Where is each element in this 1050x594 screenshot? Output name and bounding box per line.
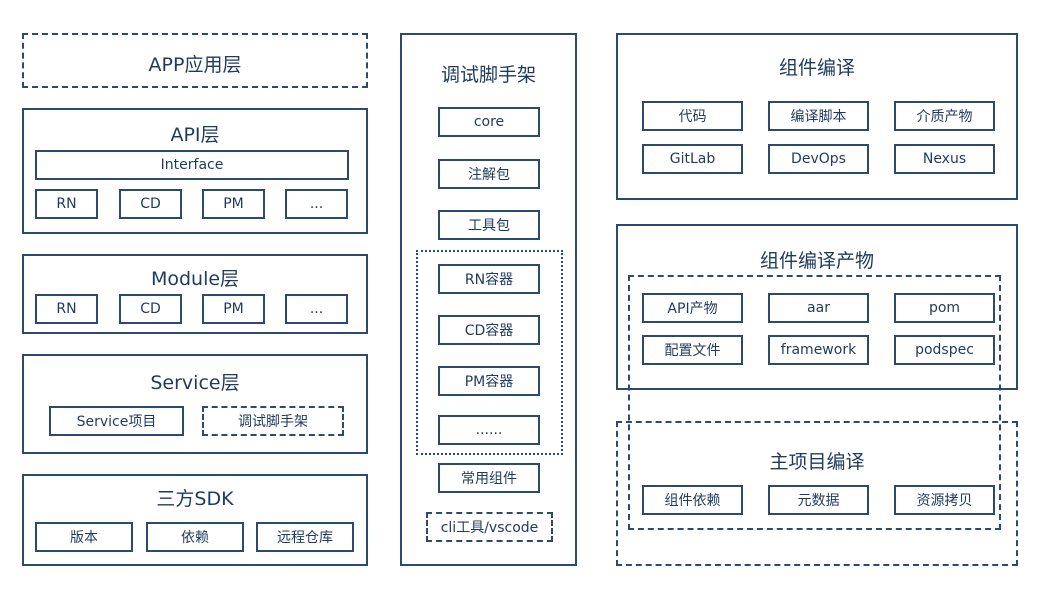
module-item-more: ... (285, 294, 348, 324)
api-layer-box: API层 Interface RN CD PM ... (22, 108, 368, 234)
sdk-layer-title: 三方SDK (156, 488, 234, 510)
artifact-item-framework: framework (768, 335, 869, 365)
scaffold-item-annotation: 注解包 (438, 159, 540, 189)
debug-scaffold-box: 调试脚手架 core 注解包 工具包 RN容器 CD容器 PM容器 ......… (400, 33, 577, 566)
sdk-item-remote-repo: 远程仓库 (256, 522, 354, 552)
compile-item-devops: DevOps (768, 144, 869, 174)
scaffold-item-cli: cli工具/vscode (426, 512, 553, 542)
app-layer-box: APP应用层 (22, 33, 368, 88)
component-artifacts-box: 组件编译产物 API产物 aar pom 配置文件 framework pods… (616, 224, 1018, 390)
compile-item-artifact: 介质产物 (894, 101, 995, 131)
module-item-rn: RN (35, 294, 98, 324)
container-cd: CD容器 (438, 315, 540, 345)
artifact-item-api: API产物 (642, 293, 743, 323)
scaffold-item-tools: 工具包 (438, 210, 540, 240)
debug-scaffold-chip: 调试脚手架 (202, 406, 344, 436)
sdk-item-dependency: 依赖 (146, 522, 244, 552)
component-compile-box: 组件编译 代码 编译脚本 介质产物 GitLab DevOps Nexus (616, 33, 1018, 200)
debug-scaffold-title: 调试脚手架 (440, 64, 536, 86)
sdk-layer-box: 三方SDK 版本 依赖 远程仓库 (22, 474, 368, 566)
compile-item-script: 编译脚本 (768, 101, 869, 131)
container-rn: RN容器 (438, 264, 540, 294)
main-compile-box: 主项目编译 组件依赖 元数据 资源拷贝 (616, 421, 1018, 566)
compile-item-gitlab: GitLab (642, 144, 743, 174)
service-layer-title: Service层 (150, 372, 240, 394)
component-compile-title: 组件编译 (778, 57, 855, 79)
api-item-cd: CD (119, 189, 182, 219)
module-item-cd: CD (119, 294, 182, 324)
module-layer-title: Module层 (150, 268, 240, 290)
service-project-chip: Service项目 (49, 406, 184, 436)
app-layer-title: APP应用层 (148, 54, 242, 76)
main-item-metadata: 元数据 (768, 485, 869, 515)
api-layer-title: API层 (170, 124, 220, 146)
container-pm: PM容器 (438, 366, 540, 396)
artifact-item-config: 配置文件 (642, 335, 743, 365)
sdk-item-version: 版本 (35, 522, 133, 552)
containers-group: RN容器 CD容器 PM容器 ...... (416, 250, 563, 455)
container-more: ...... (438, 415, 540, 445)
api-item-more: ... (285, 189, 348, 219)
compile-item-code: 代码 (642, 101, 743, 131)
module-item-pm: PM (202, 294, 265, 324)
artifact-item-pom: pom (894, 293, 995, 323)
service-layer-box: Service层 Service项目 调试脚手架 (22, 354, 368, 454)
module-layer-box: Module层 RN CD PM ... (22, 254, 368, 334)
api-item-rn: RN (35, 189, 98, 219)
api-item-pm: PM (202, 189, 265, 219)
artifact-item-aar: aar (768, 293, 869, 323)
main-item-resource-copy: 资源拷贝 (894, 485, 995, 515)
artifact-item-podspec: podspec (894, 335, 995, 365)
main-compile-title: 主项目编译 (769, 451, 865, 473)
scaffold-item-common-components: 常用组件 (438, 463, 540, 493)
compile-item-nexus: Nexus (894, 144, 995, 174)
interface-chip: Interface (35, 150, 349, 180)
main-item-component-dep: 组件依赖 (642, 485, 743, 515)
component-artifacts-title: 组件编译产物 (759, 250, 874, 272)
scaffold-item-core: core (438, 107, 540, 137)
